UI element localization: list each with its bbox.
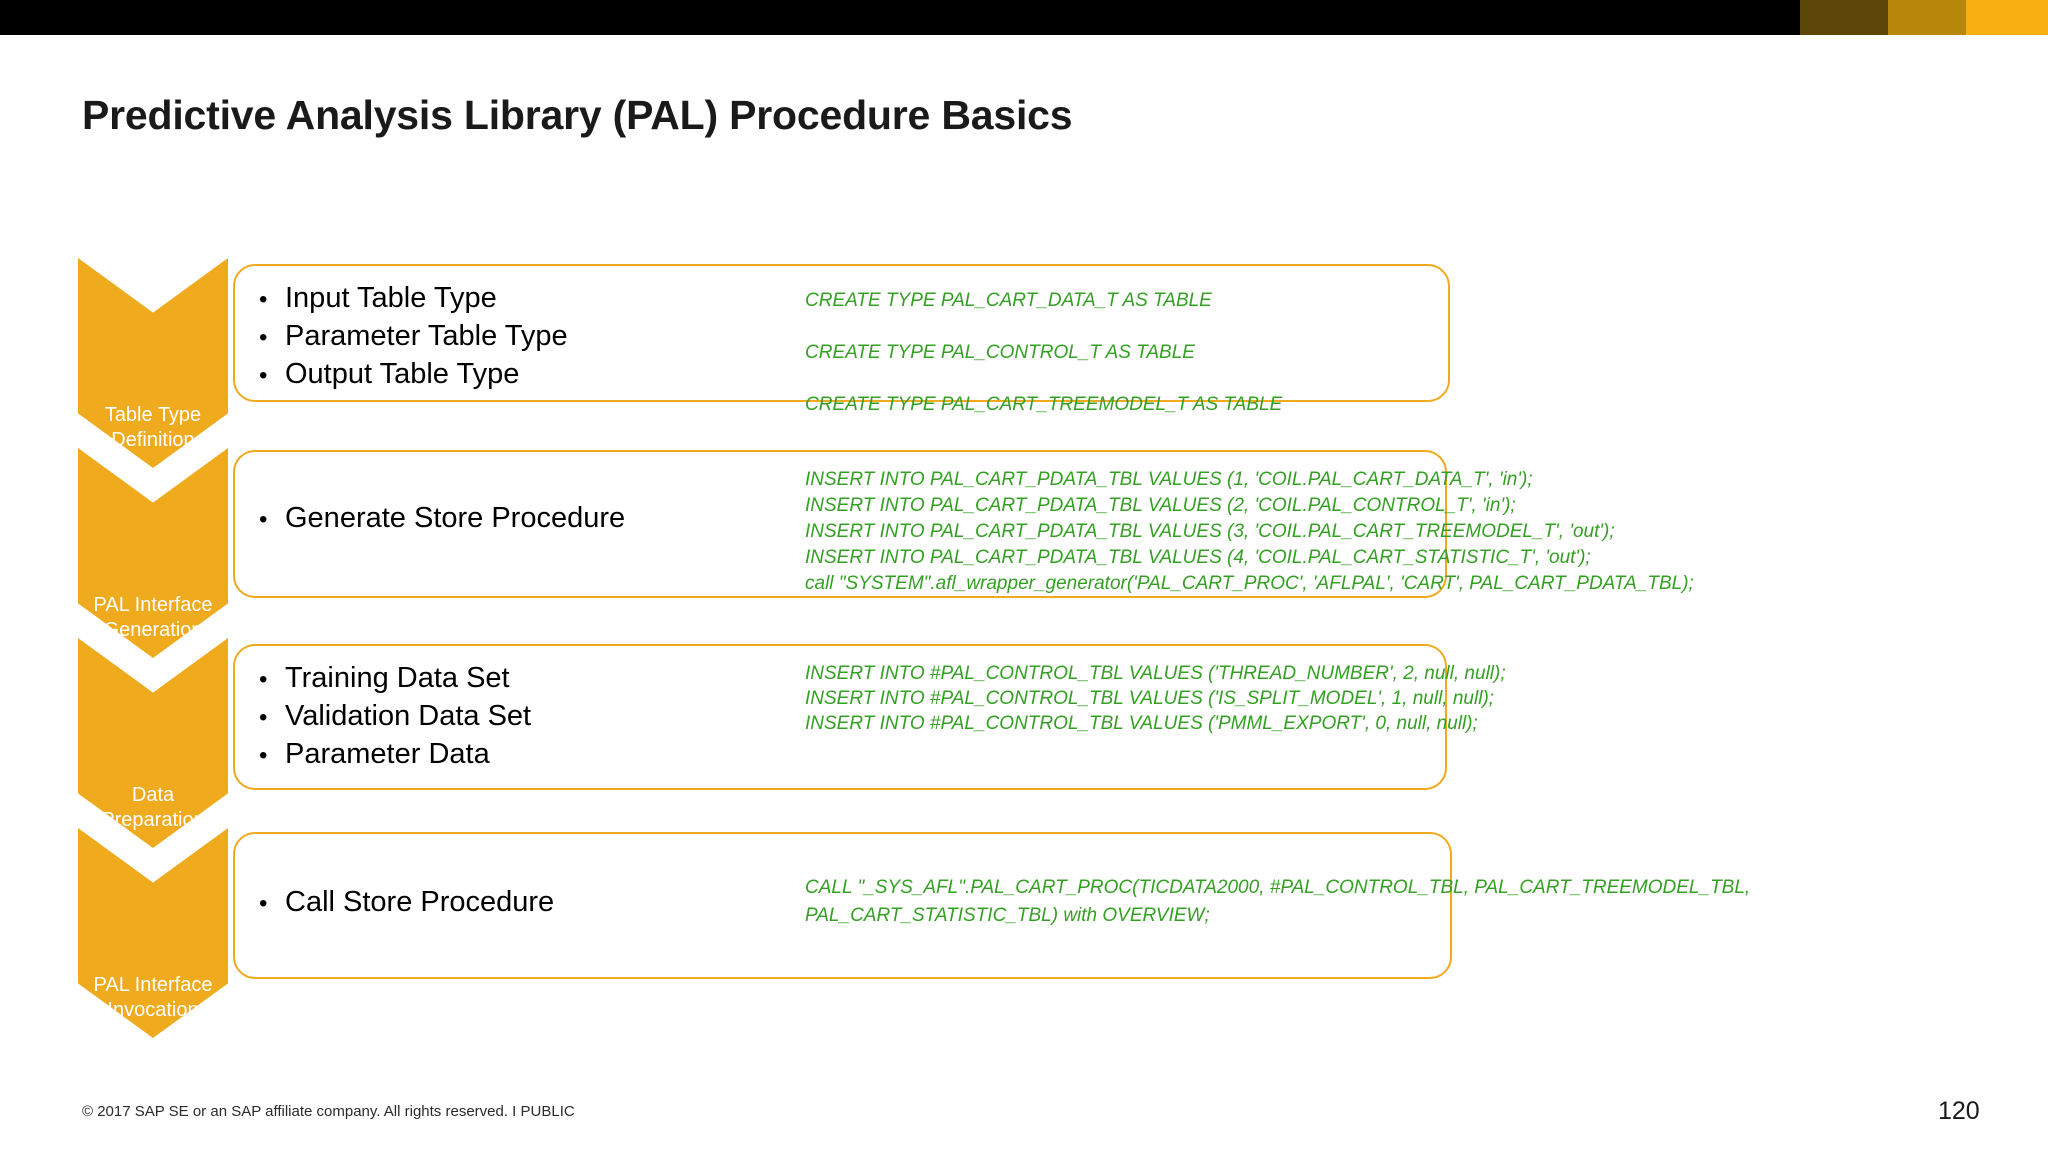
- code-line: CALL "_SYS_AFL".PAL_CART_PROC(TICDATA200…: [805, 877, 1751, 898]
- bullet-dot-icon: •: [259, 703, 268, 731]
- bullet-dot-icon: •: [259, 361, 268, 389]
- panel-stage-2: • Generate Store Procedure INSERT INTO PA…: [233, 450, 1694, 598]
- bullet-dot-icon: •: [259, 741, 268, 769]
- code-line: call "SYSTEM".afl_wrapper_generator('PAL…: [805, 573, 1694, 594]
- code-line: INSERT INTO PAL_CART_PDATA_TBL VALUES (1…: [805, 469, 1533, 490]
- footer-copyright: © 2017 SAP SE or an SAP affiliate compan…: [82, 1103, 575, 1120]
- code-block-stage-4: CALL "_SYS_AFL".PAL_CART_PROC(TICDATA200…: [805, 874, 1750, 930]
- chevron-stage-2[interactable]: PAL Interface Generation: [78, 448, 228, 658]
- bullet-text: Call Store Procedure: [285, 886, 555, 918]
- list-item: • Validation Data Set: [259, 698, 739, 736]
- bullet-text: Training Data Set: [285, 662, 510, 694]
- top-band-amber: [1966, 0, 2048, 35]
- chevron-stage-3[interactable]: Data Preparation: [78, 638, 228, 848]
- code-line: INSERT INTO #PAL_CONTROL_TBL VALUES ('TH…: [805, 663, 1506, 684]
- list-item: • Output Table Type: [259, 356, 739, 394]
- list-item: • Call Store Procedure: [259, 884, 739, 922]
- code-line: INSERT INTO PAL_CART_PDATA_TBL VALUES (4…: [805, 547, 1591, 568]
- panel-stage-4: • Call Store Procedure CALL "_SYS_AFL".PA…: [233, 832, 1750, 979]
- chevron-stage-1[interactable]: Table Type Definition: [78, 258, 228, 468]
- bullet-text: Parameter Table Type: [285, 319, 568, 352]
- code-line: INSERT INTO #PAL_CONTROL_TBL VALUES ('IS…: [805, 688, 1495, 709]
- code-block-stage-1: CREATE TYPE PAL_CART_DATA_T AS TABLE CRE…: [805, 288, 1282, 418]
- chevron-stage-4[interactable]: PAL Interface Invocation: [78, 828, 228, 1038]
- list-item: • Generate Store Procedure: [259, 500, 739, 538]
- code-line: INSERT INTO PAL_CART_PDATA_TBL VALUES (3…: [805, 521, 1615, 542]
- top-black-bar: [0, 0, 2048, 35]
- top-band-dark-olive: [1800, 0, 1888, 35]
- bullet-list-stage-3: •Training Data Set •Validation Data Set …: [259, 660, 739, 774]
- bullet-dot-icon: •: [259, 286, 268, 313]
- bullet-text: Validation Data Set: [285, 699, 532, 732]
- top-band-gold: [1888, 0, 1966, 35]
- code-block-stage-3: INSERT INTO #PAL_CONTROL_TBL VALUES ('TH…: [805, 661, 1506, 736]
- bullet-text: Output Table Type: [285, 357, 520, 390]
- code-line: CREATE TYPE PAL_CART_TREEMODEL_T AS TABL…: [805, 394, 1283, 415]
- bullet-text: Generate Store Procedure: [285, 502, 626, 534]
- bullet-list-stage-1: •Input Table Type •Parameter Table Type …: [259, 280, 739, 394]
- code-line: INSERT INTO PAL_CART_PDATA_TBL VALUES (2…: [805, 495, 1516, 516]
- chevron-label-stage-3: Data Preparation: [101, 784, 205, 831]
- chevron-label-stage-1: Table Type Definition: [104, 404, 202, 451]
- chevron-label-stage-2: PAL Interface Generation: [93, 594, 213, 641]
- chevron-label-stage-4: PAL Interface Invocation: [93, 974, 213, 1021]
- code-line: CREATE TYPE PAL_CART_DATA_T AS TABLE: [805, 290, 1212, 311]
- list-item: • Parameter Table Type: [259, 318, 739, 356]
- bullet-dot-icon: •: [259, 323, 268, 351]
- code-line: INSERT INTO #PAL_CONTROL_TBL VALUES ('PM…: [805, 713, 1478, 734]
- bullet-dot-icon: •: [259, 890, 268, 917]
- bullet-list-stage-4: • Call Store Procedure: [259, 884, 739, 922]
- bullet-text: Parameter Data: [285, 737, 490, 770]
- footer-page-number: 120: [1938, 1097, 1980, 1125]
- bullet-text: Input Table Type: [285, 282, 497, 314]
- list-item: • Parameter Data: [259, 736, 739, 774]
- code-block-stage-2: INSERT INTO PAL_CART_PDATA_TBL VALUES (1…: [805, 467, 1694, 597]
- code-line: PAL_CART_STATISTIC_TBL) with OVERVIEW;: [805, 905, 1210, 926]
- bullet-list-stage-2: • Generate Store Procedure: [259, 500, 739, 538]
- list-item: • Input Table Type: [259, 280, 739, 318]
- list-item: • Training Data Set: [259, 660, 739, 698]
- bullet-dot-icon: •: [259, 666, 268, 693]
- panel-stage-3: •Training Data Set •Validation Data Set …: [233, 644, 1506, 790]
- code-line: CREATE TYPE PAL_CONTROL_T AS TABLE: [805, 342, 1195, 363]
- bullet-dot-icon: •: [259, 506, 268, 533]
- page-title: Predictive Analysis Library (PAL) Proced…: [82, 92, 1073, 138]
- code-line-spacer: [805, 366, 1282, 392]
- code-line-spacer: [805, 314, 1282, 340]
- panel-stage-1: •Input Table Type •Parameter Table Type …: [233, 264, 1450, 415]
